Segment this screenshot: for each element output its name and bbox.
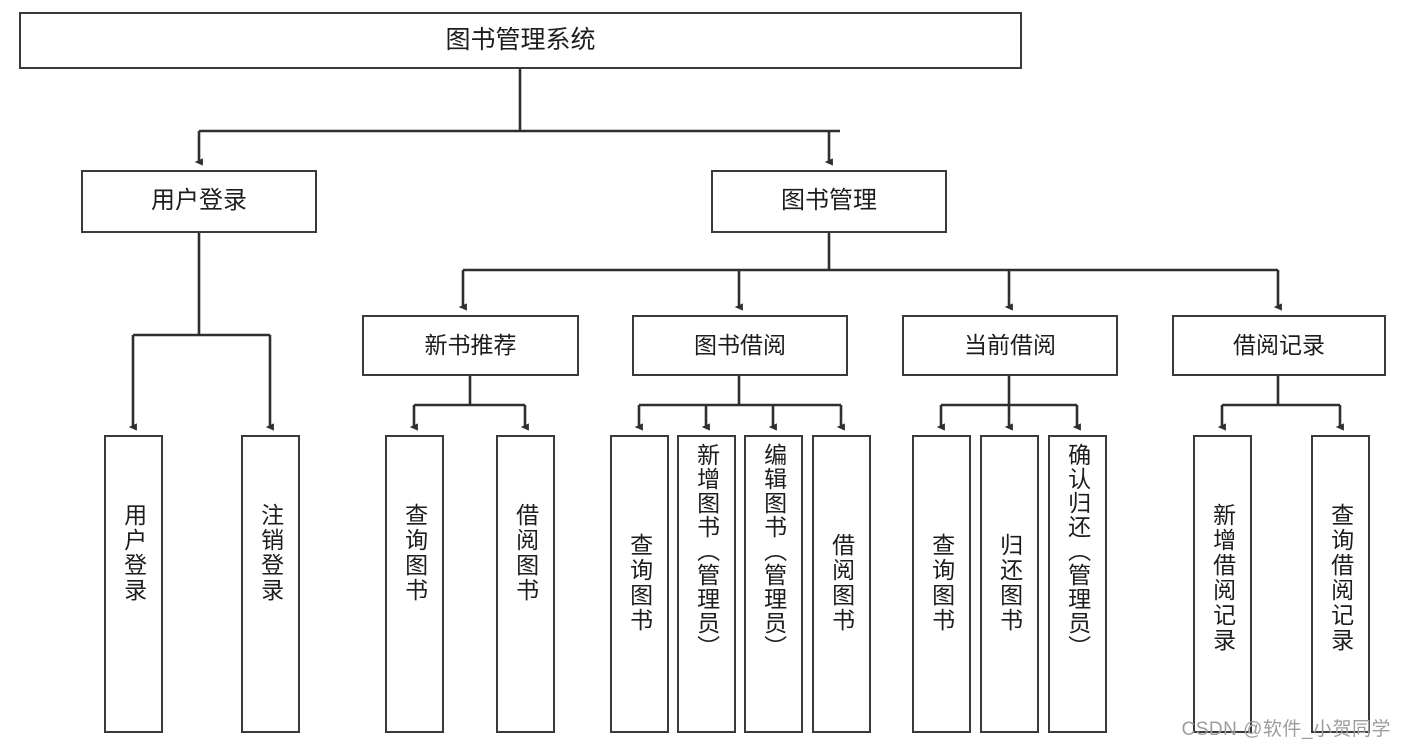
node-label: 图书管理系统 bbox=[445, 25, 596, 54]
node-label: 编辑图书（管理员） bbox=[760, 443, 787, 659]
node-borrow-record[interactable]: 借阅记录 bbox=[1172, 315, 1386, 376]
node-label: 借阅图书 bbox=[512, 503, 539, 603]
node-new-book-recommend[interactable]: 新书推荐 bbox=[362, 315, 579, 376]
node-label: 借阅图书 bbox=[828, 533, 855, 633]
node-label: 新书推荐 bbox=[424, 331, 517, 358]
leaf-user-login[interactable]: 用户登录 bbox=[104, 435, 163, 733]
leaf-current-query-book[interactable]: 查询图书 bbox=[912, 435, 971, 733]
leaf-borrow-add-book-admin[interactable]: 新增图书（管理员） bbox=[677, 435, 736, 733]
leaf-current-confirm-return-admin[interactable]: 确认归还（管理员） bbox=[1048, 435, 1107, 733]
node-current-borrow[interactable]: 当前借阅 bbox=[902, 315, 1118, 376]
node-label: 新增图书（管理员） bbox=[693, 443, 720, 659]
node-book-borrow[interactable]: 图书借阅 bbox=[632, 315, 848, 376]
watermark: CSDN @软件_小贺同学 bbox=[1181, 719, 1391, 740]
node-label: 用户登录 bbox=[151, 187, 247, 215]
leaf-recommend-borrow-book[interactable]: 借阅图书 bbox=[496, 435, 555, 733]
node-label: 确认归还（管理员） bbox=[1064, 443, 1091, 659]
node-book-management[interactable]: 图书管理 bbox=[711, 170, 947, 233]
leaf-recommend-query-book[interactable]: 查询图书 bbox=[385, 435, 444, 733]
node-label: 查询图书 bbox=[928, 533, 955, 633]
leaf-record-query-borrow-record[interactable]: 查询借阅记录 bbox=[1311, 435, 1370, 733]
node-label: 当前借阅 bbox=[964, 331, 1056, 358]
leaf-borrow-borrow-book[interactable]: 借阅图书 bbox=[812, 435, 871, 733]
leaf-record-add-borrow-record[interactable]: 新增借阅记录 bbox=[1193, 435, 1252, 733]
node-label: 借阅记录 bbox=[1233, 331, 1325, 358]
leaf-borrow-query-book[interactable]: 查询图书 bbox=[610, 435, 669, 733]
node-label: 图书管理 bbox=[781, 187, 877, 215]
node-label: 注销登录 bbox=[257, 503, 284, 603]
node-label: 查询图书 bbox=[401, 503, 428, 603]
node-label: 用户登录 bbox=[120, 503, 147, 603]
leaf-user-logout[interactable]: 注销登录 bbox=[241, 435, 300, 733]
node-label: 查询图书 bbox=[626, 533, 653, 633]
node-root-book-management-system[interactable]: 图书管理系统 bbox=[19, 12, 1022, 69]
node-label: 图书借阅 bbox=[694, 331, 786, 358]
node-label: 查询借阅记录 bbox=[1327, 503, 1354, 653]
node-label: 归还图书 bbox=[996, 533, 1023, 633]
node-user-login[interactable]: 用户登录 bbox=[81, 170, 317, 233]
node-label: 新增借阅记录 bbox=[1209, 503, 1236, 653]
leaf-borrow-edit-book-admin[interactable]: 编辑图书（管理员） bbox=[744, 435, 803, 733]
leaf-current-return-book[interactable]: 归还图书 bbox=[980, 435, 1039, 733]
